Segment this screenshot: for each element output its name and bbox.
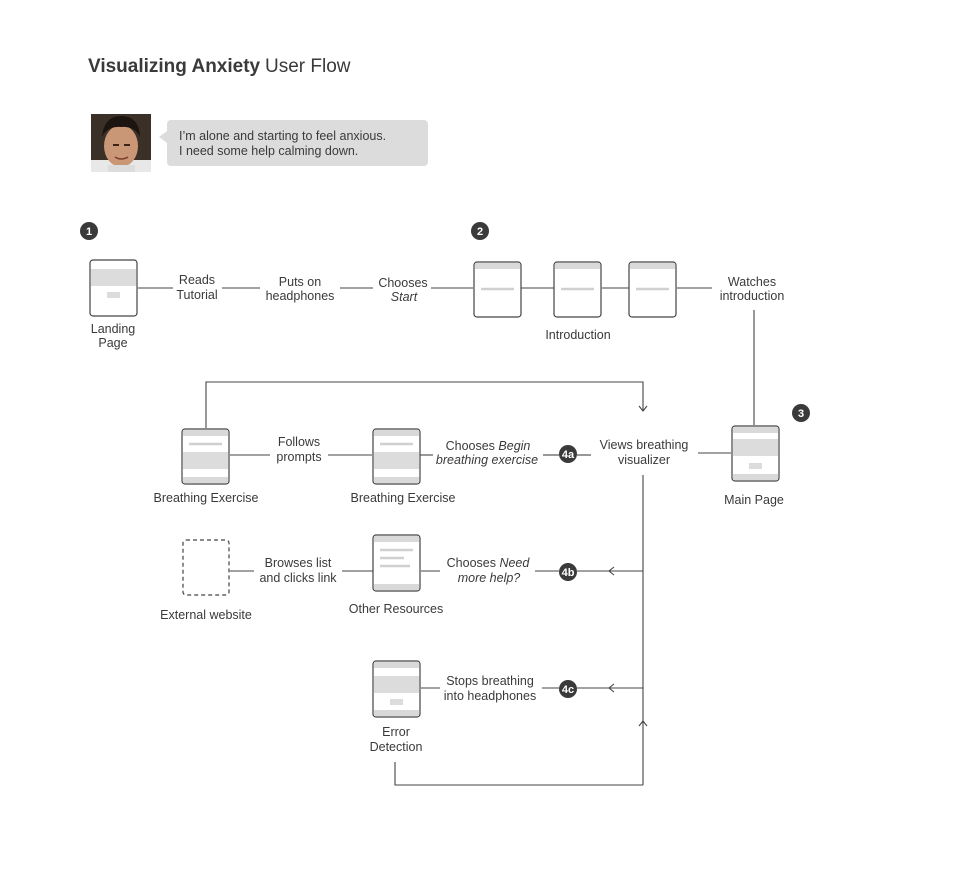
landing-page-screen	[89, 259, 138, 317]
views-visualizer-line2: visualizer	[618, 453, 670, 467]
introduction-screen-2	[553, 261, 602, 318]
reads-tutorial-line1: Reads	[179, 273, 215, 287]
svg-text:4a: 4a	[562, 449, 575, 461]
persona-quote-line2: I need some help calming down.	[179, 144, 358, 158]
breathing-exercise-screen-2	[372, 428, 421, 485]
need-help-line2: more help?	[458, 571, 521, 585]
views-visualizer-line1: Views breathing	[600, 438, 689, 452]
step-badge-4c: 4c	[559, 680, 577, 698]
main-page-screen	[731, 425, 780, 482]
other-resources-label: Other Resources	[349, 602, 443, 616]
error-detection-screen	[372, 660, 421, 718]
external-website-screen	[182, 539, 230, 596]
svg-text:3: 3	[798, 408, 804, 420]
step-badge-4b: 4b	[559, 563, 577, 581]
introduction-label: Introduction	[545, 328, 610, 342]
persona-avatar	[91, 114, 151, 172]
follows-prompts-line2: prompts	[276, 450, 321, 464]
choose-begin-line2: breathing exercise	[436, 453, 538, 467]
step-badge-1: 1	[80, 222, 98, 240]
connector-lines	[138, 287, 755, 786]
other-resources-screen	[372, 534, 421, 592]
landing-page-label-line1: Landing	[91, 322, 136, 336]
need-help-line1: Chooses Need	[447, 556, 531, 570]
reads-tutorial-line2: Tutorial	[176, 288, 217, 302]
main-page-label: Main Page	[724, 493, 784, 507]
introduction-screen-3	[628, 261, 677, 318]
svg-text:1: 1	[86, 226, 92, 238]
watches-introduction-line1: Watches	[728, 275, 776, 289]
choose-begin-line1: Chooses Begin	[446, 439, 531, 453]
error-detection-label-line2: Detection	[370, 740, 423, 754]
step-badge-3: 3	[792, 404, 810, 422]
arrowheads	[608, 405, 648, 727]
stops-breathing-line2: into headphones	[444, 689, 536, 703]
persona-speech-bubble: I’m alone and starting to feel anxious. …	[159, 120, 428, 166]
svg-text:2: 2	[477, 226, 483, 238]
step-badge-2: 2	[471, 222, 489, 240]
breathing-exercise-screen-1	[181, 428, 230, 485]
puts-on-headphones-line2: headphones	[266, 289, 335, 303]
breathing-exercise-label-1: Breathing Exercise	[154, 491, 259, 505]
external-website-label: External website	[160, 608, 252, 622]
breathing-exercise-label-2: Breathing Exercise	[351, 491, 456, 505]
browses-list-line1: Browses list	[265, 556, 332, 570]
browses-list-line2: and clicks link	[259, 571, 337, 585]
chooses-start-line2: Start	[391, 290, 418, 304]
page-subtitle: User Flow	[265, 56, 351, 77]
svg-text:4b: 4b	[562, 567, 575, 579]
page-title: Visualizing Anxiety	[88, 56, 261, 77]
svg-text:4c: 4c	[562, 684, 574, 696]
error-detection-label-line1: Error	[382, 725, 410, 739]
watches-introduction-line2: introduction	[720, 289, 785, 303]
follows-prompts-line1: Follows	[278, 435, 320, 449]
persona-quote-line1: I’m alone and starting to feel anxious.	[179, 129, 386, 143]
chooses-start-line1: Chooses	[378, 276, 427, 290]
landing-page-label-line2: Page	[98, 336, 127, 350]
step-badge-4a: 4a	[559, 445, 577, 463]
puts-on-headphones-line1: Puts on	[279, 275, 321, 289]
introduction-screen-1	[473, 261, 522, 318]
stops-breathing-line1: Stops breathing	[446, 674, 534, 688]
